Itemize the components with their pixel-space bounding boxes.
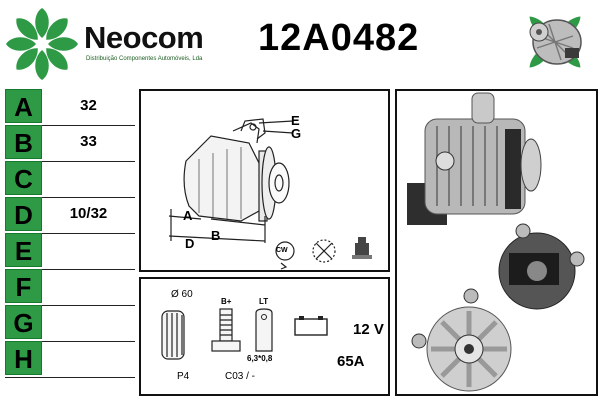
alternator-thumbnail-image [529,16,582,68]
pulley-icon [161,310,185,360]
rotation-cw-label: CW [276,247,288,254]
dim-label-g: G [291,126,302,141]
current-value: 65A [337,353,365,370]
brand-name: Neocom [84,20,204,55]
product-photo-panel [395,89,598,396]
spec-row-h: H [5,341,135,378]
spec-letter-badge: E [5,233,42,267]
spec-letter-badge: F [5,269,42,303]
spade-terminal-icon [255,308,273,352]
spec-letter-badge: G [5,305,42,339]
spec-table: A 32 B 33 C D 10/32 E F G H [5,89,135,378]
spec-letter-badge: A [5,89,42,123]
terminal-b-label: B+ [221,297,232,306]
alternator-side-photo [407,92,542,225]
neocom-logo-icon [6,8,78,80]
spec-value: 32 [80,97,97,114]
spec-value: 33 [80,133,97,150]
alternator-front-photo [411,288,512,392]
pulley-code: P4 [177,371,190,382]
spec-row-d: D 10/32 [5,197,135,234]
spec-row-c: C [5,161,135,198]
terminal-lt-label: LT [259,297,269,306]
connector-code: C03 / - [225,371,256,382]
spec-letter-badge: B [5,125,42,159]
spec-row-f: F [5,269,135,306]
alternator-dimension-drawing [168,118,372,270]
spec-letter-badge: D [5,197,42,231]
dim-label-e: E [291,113,300,128]
spec-letter-badge: H [5,341,42,375]
dim-label-d: D [185,236,195,251]
spec-letter-badge: C [5,161,42,195]
part-number: 12A0482 [258,17,420,59]
dimension-diagram-panel: E G A B D CW [139,89,390,272]
spec-row-a: A 32 [5,89,135,126]
terminal-size: 6,3*0,8 [247,354,273,363]
connector-plug-icon [352,237,372,259]
spec-row-e: E [5,233,135,270]
brand-tagline: Distribuição Componentes Automóveis, Lda [86,56,203,62]
spec-row-b: B 33 [5,125,135,162]
battery-icon [294,316,328,336]
pulley-diameter: Ø 60 [171,289,193,300]
fan-icon [312,239,336,263]
technical-data-panel: Ø 60 P4 B+ LT 6,3*0,8 12 V 65A C03 / - [139,277,390,396]
dim-label-a: A [183,208,193,223]
voltage-value: 12 V [353,321,384,338]
dim-label-b: B [211,228,221,243]
bolt-terminal-icon [211,308,241,352]
rotation-cw-icon [275,241,295,270]
alternator-rear-photo [498,223,585,310]
spec-row-g: G [5,305,135,342]
alternator-photos [407,92,585,392]
spec-value: 10/32 [69,205,108,222]
